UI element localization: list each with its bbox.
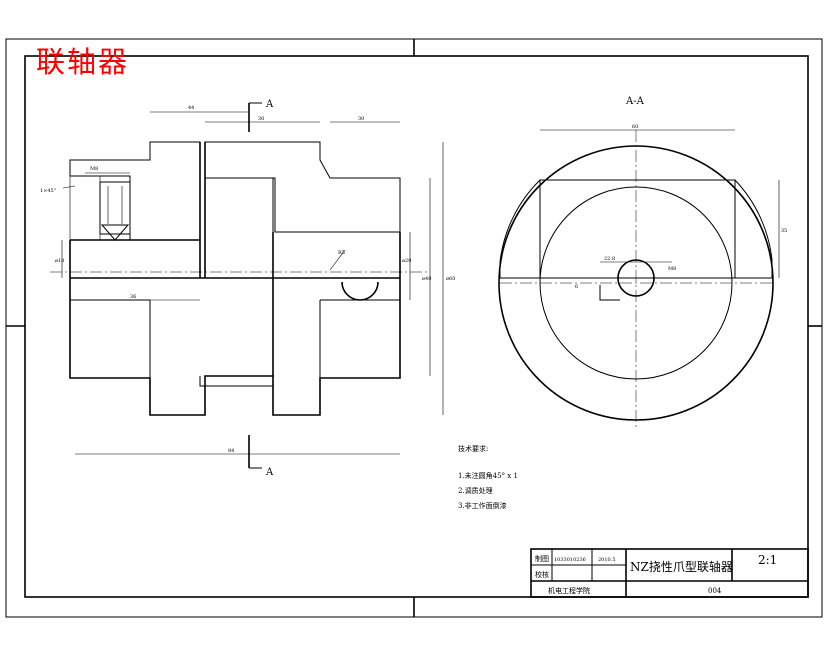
radius-leader bbox=[329, 249, 346, 271]
left-hub-section bbox=[69, 141, 201, 241]
tb-check-label: 校核 bbox=[535, 570, 549, 579]
inner-border bbox=[24, 55, 809, 598]
section-letter-bottom: A bbox=[265, 467, 274, 478]
jaw-gap bbox=[199, 376, 274, 387]
tb-student-id: 1033010236 bbox=[554, 557, 586, 563]
front-view: A A 44 30 30 84 36 M8 1×45° ø60 ø40 ø20 … bbox=[40, 99, 455, 478]
section-view-title: A-A bbox=[625, 96, 645, 107]
section-letter-top: A bbox=[265, 99, 274, 110]
dim-text-3: 30 bbox=[358, 116, 364, 122]
drawing-title: 联轴器 bbox=[36, 45, 129, 79]
coupling-outline bbox=[69, 232, 401, 416]
dim-text-5: 36 bbox=[130, 294, 136, 300]
key-slot bbox=[599, 285, 620, 301]
dim-text-4: 84 bbox=[228, 448, 234, 454]
dim-text-thread: M8 bbox=[90, 166, 98, 172]
dim-text-6: ø60 bbox=[446, 276, 455, 282]
dim-text-7: ø40 bbox=[422, 276, 431, 282]
tech-note-2: 2.调质处理 bbox=[458, 486, 493, 495]
dim-text-radius: R5 bbox=[338, 250, 345, 256]
title-block: 制图 校核 1033010236 2010.5 NZ挠性爪型联轴器 2:1 机电… bbox=[530, 548, 809, 598]
tech-notes-heading: 技术要求: bbox=[458, 444, 488, 453]
section-dim-width-text: 60 bbox=[632, 124, 638, 130]
tb-date: 2010.5 bbox=[598, 557, 616, 563]
tb-drawing-no: 004 bbox=[708, 587, 722, 595]
dim-text-8: ø20 bbox=[402, 258, 411, 264]
keyway-arc bbox=[341, 281, 379, 301]
tech-notes: 技术要求: 1.未注圆角45° x 1 2.调质处理 3.非工作面倒漆 bbox=[458, 444, 518, 510]
tb-part-name: NZ挠性爪型联轴器 bbox=[630, 559, 733, 574]
left-hub-lower-section bbox=[69, 175, 101, 241]
title-block-frame bbox=[530, 548, 809, 598]
tb-drawn-label: 制图 bbox=[535, 554, 549, 563]
dim-text-9: ø18 bbox=[55, 258, 64, 264]
set-screw bbox=[99, 181, 131, 235]
dim-text-1: 44 bbox=[188, 105, 194, 111]
section-dim-depth-text: 22.8 bbox=[604, 256, 615, 262]
section-dim-m8-text: M8 bbox=[668, 266, 676, 272]
tb-school: 机电工程学院 bbox=[548, 586, 590, 595]
set-screw-tip bbox=[100, 224, 130, 241]
section-dim-height-text: 35 bbox=[781, 228, 787, 234]
dim-text-2: 30 bbox=[258, 116, 264, 122]
section-view: A-A 60 35 22.8 6 M8 bbox=[498, 96, 787, 430]
outer-border bbox=[5, 38, 823, 618]
elastic-insert-section bbox=[204, 177, 274, 279]
chamfer-leader bbox=[62, 185, 76, 189]
tb-scale: 2:1 bbox=[758, 553, 777, 567]
tech-note-3: 3.非工作面倒漆 bbox=[458, 501, 507, 510]
right-hub-section bbox=[204, 141, 401, 233]
chamfer-note: 1×45° bbox=[40, 188, 57, 194]
section-insert-cross bbox=[539, 179, 736, 279]
section-hatch-outer bbox=[499, 179, 773, 279]
tech-note-1: 1.未注圆角45° x 1 bbox=[458, 471, 518, 480]
section-dim-key-text: 6 bbox=[575, 284, 578, 290]
